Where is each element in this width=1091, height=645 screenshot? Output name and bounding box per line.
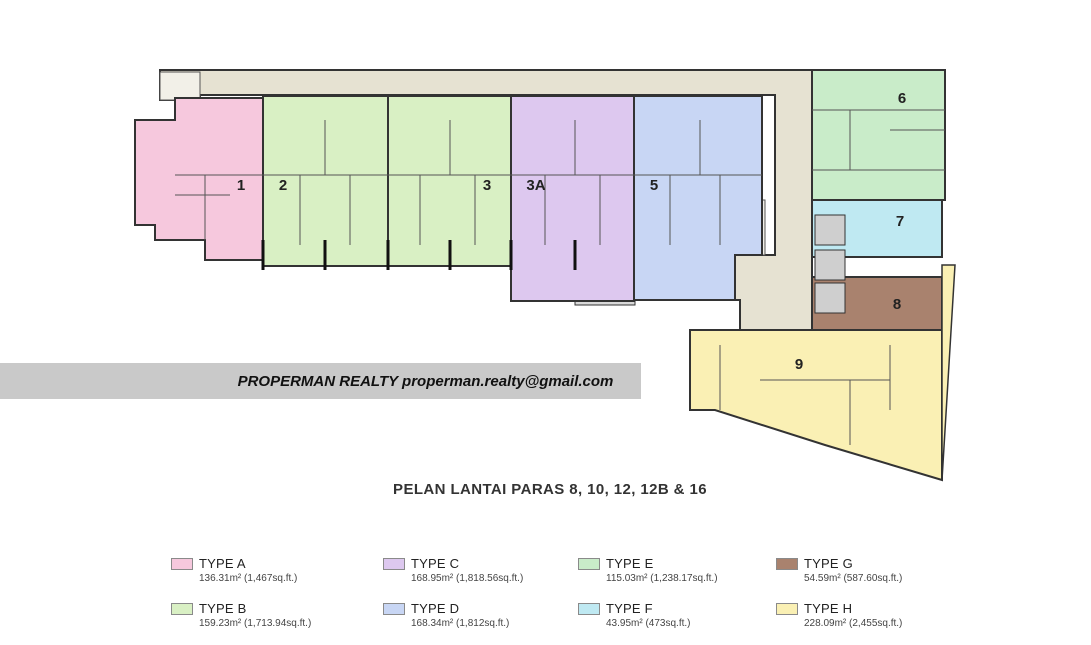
legend-type-area: 159.23m² (1,713.94sq.ft.) [199, 618, 312, 629]
legend-swatch [578, 558, 600, 570]
plan-title: PELAN LANTAI PARAS 8, 10, 12, 12B & 16 [393, 481, 707, 498]
unit-label: 3 [483, 177, 491, 194]
unit-label: 7 [896, 213, 904, 230]
unit-3a-area [510, 95, 635, 302]
interior-walls [175, 109, 945, 445]
unit-label: 9 [795, 356, 803, 373]
watermark-text: PROPERMAN REALTY properman.realty@gmail.… [237, 372, 614, 390]
legend-item-type-e: TYPE E 115.03m² (1,238.17sq.ft.) [578, 556, 768, 590]
legend-type-name: TYPE B [199, 601, 247, 616]
legend-type-name: TYPE G [804, 556, 853, 571]
legend-swatch [776, 558, 798, 570]
unit-label: 2 [279, 177, 287, 194]
legend-swatch [776, 603, 798, 615]
unit-1-area [134, 97, 264, 261]
legend-item-type-g: TYPE G 54.59m² (587.60sq.ft.) [776, 556, 966, 590]
lift-shaft [814, 282, 846, 314]
legend-swatch [171, 603, 193, 615]
legend-item-type-a: TYPE A 136.31m² (1,467sq.ft.) [171, 556, 361, 590]
structural-columns [261, 240, 577, 270]
legend-type-area: 54.59m² (587.60sq.ft.) [804, 573, 903, 584]
unit-5-area [633, 95, 763, 301]
stair-left [159, 71, 201, 101]
legend-item-type-c: TYPE C 168.95m² (1,818.56sq.ft.) [383, 556, 573, 590]
legend-type-name: TYPE E [606, 556, 654, 571]
legend-swatch [578, 603, 600, 615]
unit-label: 1 [237, 177, 245, 194]
unit-9-area [689, 329, 943, 482]
legend-type-name: TYPE H [804, 601, 853, 616]
legend-type-area: 115.03m² (1,238.17sq.ft.) [606, 573, 718, 584]
lift-shaft [814, 214, 846, 246]
watermark-banner: PROPERMAN REALTY properman.realty@gmail.… [0, 363, 641, 399]
unit-9-balcony [941, 264, 956, 481]
legend-item-type-h: TYPE H 228.09m² (2,455sq.ft.) [776, 601, 966, 635]
legend-type-name: TYPE D [411, 601, 460, 616]
legend-swatch [383, 603, 405, 615]
legend-item-type-d: TYPE D 168.34m² (1,812sq.ft.) [383, 601, 573, 635]
unit-label: 8 [893, 296, 901, 313]
legend-type-area: 168.34m² (1,812sq.ft.) [411, 618, 510, 629]
legend-type-name: TYPE C [411, 556, 460, 571]
unit-label: 6 [898, 90, 906, 107]
legend-type-area: 43.95m² (473sq.ft.) [606, 618, 691, 629]
unit-label: 5 [650, 177, 658, 194]
legend-type-area: 168.95m² (1,818.56sq.ft.) [411, 573, 524, 584]
legend-swatch [383, 558, 405, 570]
lift-shaft [814, 249, 846, 281]
legend-type-area: 228.09m² (2,455sq.ft.) [804, 618, 903, 629]
legend-item-type-b: TYPE B 159.23m² (1,713.94sq.ft.) [171, 601, 361, 635]
legend-swatch [171, 558, 193, 570]
legend-type-name: TYPE F [606, 601, 653, 616]
legend-type-area: 136.31m² (1,467sq.ft.) [199, 573, 298, 584]
legend-item-type-f: TYPE F 43.95m² (473sq.ft.) [578, 601, 768, 635]
unit-label: 3A [526, 177, 545, 194]
unit-6-area [811, 69, 946, 201]
legend-type-name: TYPE A [199, 556, 246, 571]
